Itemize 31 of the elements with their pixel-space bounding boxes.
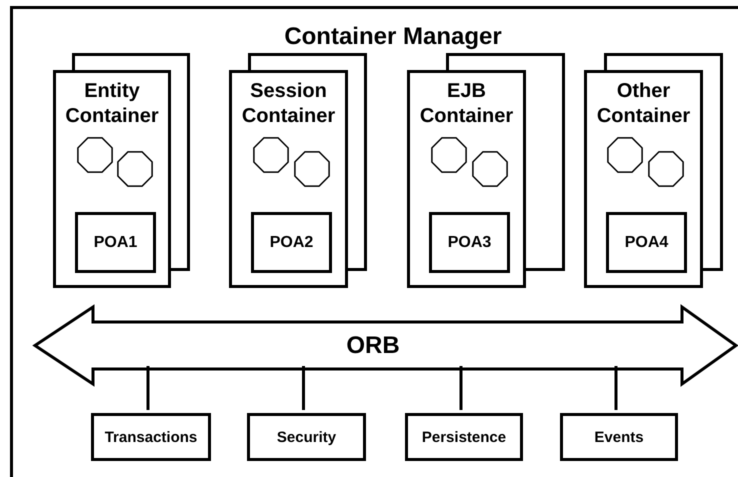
- octagon-shape: [646, 149, 686, 189]
- frame-title: Container Manager: [283, 23, 503, 51]
- connector-line: [146, 366, 150, 410]
- poa-box: POA4: [606, 212, 687, 273]
- octagon-shape: [429, 135, 469, 175]
- octagon-shape: [251, 135, 291, 175]
- frame-panel: [10, 6, 738, 477]
- octagon-shape: [470, 149, 510, 189]
- container-card: [407, 70, 526, 288]
- connector-line: [302, 366, 305, 410]
- card-title: Other Container: [596, 79, 692, 129]
- octagon-shape: [605, 135, 645, 175]
- service-box: Security: [247, 413, 366, 461]
- service-box: Transactions: [91, 413, 211, 461]
- container-card: [53, 70, 171, 288]
- card-title: Entity Container: [64, 79, 160, 129]
- poa-box: POA2: [251, 212, 332, 273]
- card-title: Session Container: [240, 79, 336, 129]
- card-title: EJB Container: [418, 79, 514, 129]
- connector-line: [614, 366, 618, 410]
- double-arrow-bus: ORB: [33, 306, 738, 385]
- octagon-shape: [292, 149, 332, 189]
- octagon-shape: [115, 149, 155, 189]
- service-box: Persistence: [405, 413, 523, 461]
- octagon-shape: [75, 135, 115, 175]
- container-card: [584, 70, 703, 288]
- service-box: Events: [560, 413, 678, 461]
- container-card: [229, 70, 348, 288]
- connector-line: [460, 366, 462, 410]
- poa-box: POA3: [429, 212, 510, 273]
- poa-box: POA1: [75, 212, 156, 273]
